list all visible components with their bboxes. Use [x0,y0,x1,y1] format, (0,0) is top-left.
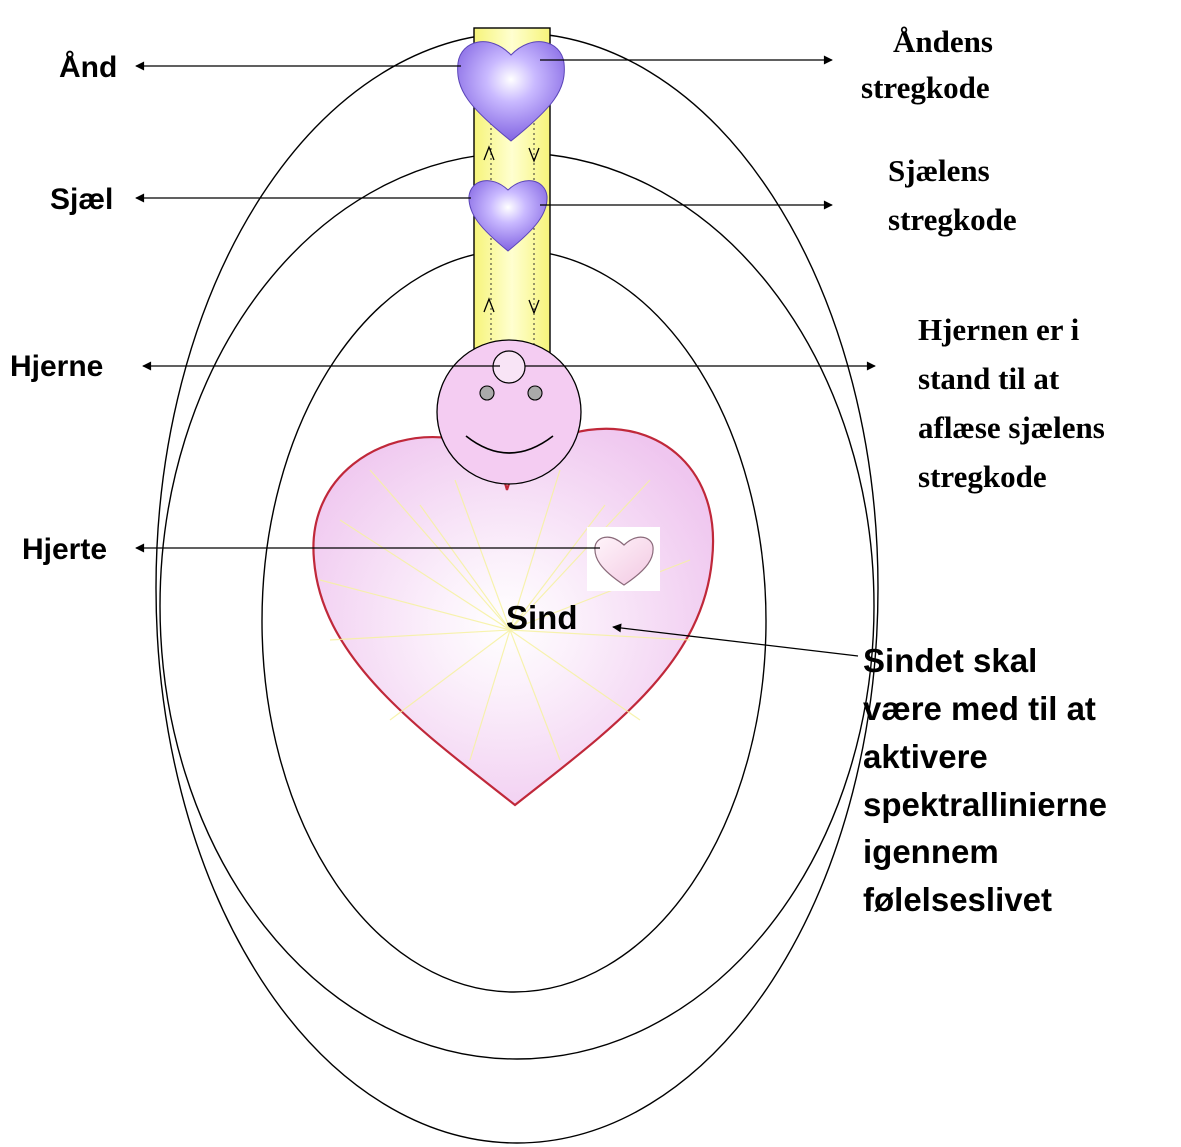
label-hjerne: Hjerne [10,350,103,383]
note-line: stand til at [918,361,1060,396]
note-line: aktivere [863,738,988,775]
label-sind: Sind [506,599,578,636]
note-line: Sindet skal [863,642,1037,679]
note-line: følelseslivet [863,881,1052,918]
note-line: Hjernen er i [918,312,1080,347]
note-line: stregkode [888,202,1017,237]
note-line: spektrallinierne [863,786,1107,823]
label-and: Ånd [59,51,117,84]
head [437,340,581,484]
note-hjernen: Hjernen er i stand til at aflæse sjælens… [918,312,1113,494]
note-line: stregkode [918,459,1047,494]
note-sindet: Sindet skal være med til at aktivere spe… [863,642,1116,918]
note-sjaelens-stregkode: Sjælens stregkode [888,153,1017,237]
crown-circle-icon [493,351,525,383]
note-line: Åndens [893,24,993,59]
note-line: stregkode [861,70,990,105]
note-line: være med til at [863,690,1096,727]
left-eye-icon [480,386,494,400]
note-line: aflæse sjælens [918,410,1105,445]
label-hjerte: Hjerte [22,533,107,566]
right-eye-icon [528,386,542,400]
note-andens-stregkode: Åndens stregkode [861,24,1001,105]
note-line: igennem [863,833,999,870]
note-line: Sjælens [888,153,990,188]
label-sjael: Sjæl [50,183,113,216]
